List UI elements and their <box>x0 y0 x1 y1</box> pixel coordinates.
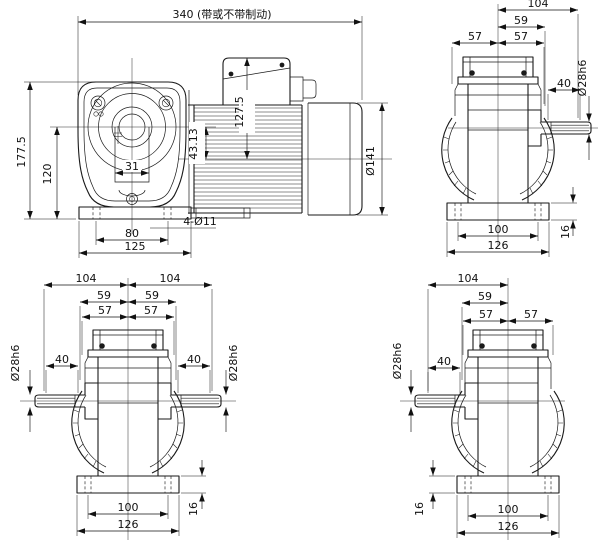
dim-box-height: 127.5 <box>233 96 246 128</box>
dim-overall-half: 104 <box>458 272 479 285</box>
dim-foot-length: 125 <box>125 240 146 253</box>
left-shaft-view: 104 59 57 57 40 Ø28h6 100 126 <box>391 272 565 540</box>
dim-foot-width: 126 <box>118 518 139 531</box>
dim-foot-pitch: 100 <box>118 501 139 514</box>
dim-flange-left: 59 <box>97 289 111 302</box>
dim-overall-height: 177.5 <box>15 136 28 168</box>
dim-foot-thickness: 16 <box>559 225 572 239</box>
dim-shaft-dia: Ø28h6 <box>576 60 589 97</box>
dim-shaft-len-right: 40 <box>187 353 201 366</box>
double-shaft-dimensions: 104 104 59 59 57 57 40 40 Ø28h6 <box>9 272 240 536</box>
cable-gland-icon <box>290 76 304 102</box>
terminal-box <box>222 57 317 105</box>
left-shaft-dimensions: 104 59 57 57 40 Ø28h6 100 126 <box>391 272 560 538</box>
dim-shaft-len-left: 40 <box>55 353 69 366</box>
dim-foot-pitch: 100 <box>488 223 509 236</box>
dim-shaft-dia-right: Ø28h6 <box>227 345 240 382</box>
dim-body-right: 57 <box>144 304 158 317</box>
centerlines <box>50 58 392 234</box>
dim-body-left: 57 <box>98 304 112 317</box>
front-dimensions: 340 (带或不带制动) 177.5 120 31 80 125 <box>15 8 388 258</box>
dim-axis-offset: 43.13 <box>187 128 200 160</box>
dim-foot-pitch: 100 <box>498 503 519 516</box>
double-shaft-view: 104 104 59 59 57 57 40 40 Ø28h6 <box>9 272 240 540</box>
dim-flange-half: 59 <box>478 290 492 303</box>
dim-overall-length: 340 (带或不带制动) <box>172 8 271 21</box>
dim-hub-width: 31 <box>125 160 139 173</box>
fan-cover <box>308 102 363 216</box>
dim-foot-thickness: 16 <box>413 502 426 516</box>
dim-right-half: 57 <box>524 308 538 321</box>
dim-motor-dia: Ø141 <box>364 146 377 176</box>
dim-shaft-dia: Ø28h6 <box>391 343 404 380</box>
dim-right-overall: 104 <box>160 272 181 285</box>
dim-overall-half: 104 <box>528 0 549 10</box>
dim-foot-hole-pitch: 80 <box>125 227 139 240</box>
dim-shaft-length: 40 <box>437 355 451 368</box>
dim-right-half: 57 <box>514 30 528 43</box>
front-view: 340 (带或不带制动) 177.5 120 31 80 125 <box>15 8 392 258</box>
dim-foot-width: 126 <box>498 520 519 533</box>
dim-foot-width: 126 <box>488 239 509 252</box>
corner-screw-icon <box>90 95 106 111</box>
dim-left-half: 57 <box>468 30 482 43</box>
dim-axis-height: 120 <box>41 164 54 185</box>
dim-flange-right: 59 <box>145 289 159 302</box>
dim-left-overall: 104 <box>76 272 97 285</box>
right-shaft-dimensions: 104 59 57 57 40 Ø28h6 100 126 <box>446 0 592 257</box>
dim-foot-holes: 4-Ø11 <box>183 215 217 228</box>
dim-foot-thickness: 16 <box>187 502 200 516</box>
dim-shaft-dia-left: Ø28h6 <box>9 345 22 382</box>
corner-screw-icon <box>158 95 174 111</box>
dim-shaft-length: 40 <box>557 77 571 90</box>
dim-flange-half: 59 <box>514 14 528 27</box>
right-shaft-view: 104 59 57 57 40 Ø28h6 100 126 <box>441 0 598 257</box>
motor-body <box>188 90 363 216</box>
dim-left-half: 57 <box>479 308 493 321</box>
